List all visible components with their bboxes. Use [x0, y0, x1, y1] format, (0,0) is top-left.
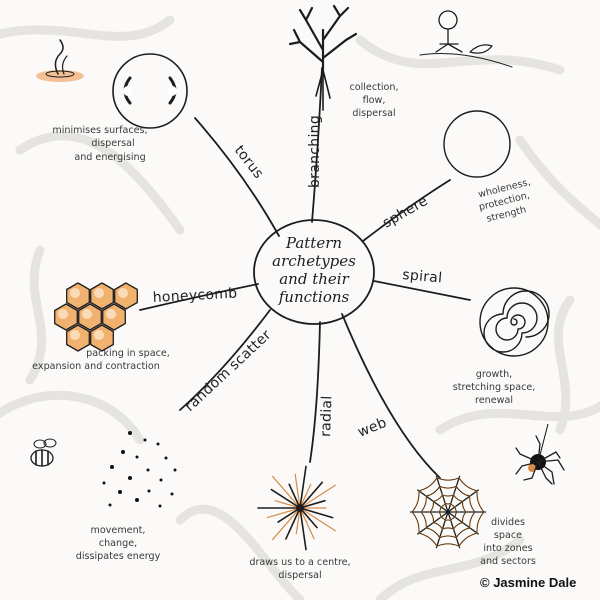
svg-text:into zones: into zones — [483, 543, 532, 554]
bee-icon — [30, 438, 57, 467]
label-honeycomb: honeycomb — [152, 286, 237, 306]
scatter-dot — [121, 450, 125, 454]
connector-torus — [194, 117, 280, 237]
scatter-dot — [146, 468, 150, 472]
sphere-icon — [443, 110, 511, 178]
svg-text:dispersal: dispersal — [91, 138, 134, 149]
desc-sphere: wholeness, protection, strength — [477, 177, 531, 225]
svg-text:stretching space,: stretching space, — [453, 382, 536, 393]
center-title-line-3: and their — [279, 270, 349, 288]
center-title-line-4: functions — [278, 288, 350, 306]
scatter-dot — [147, 489, 151, 493]
scatter-dot — [143, 438, 147, 442]
svg-text:minimises surfaces,: minimises surfaces, — [52, 125, 147, 136]
scatter-dot — [159, 478, 163, 482]
scatter-dot — [170, 492, 174, 496]
connector-spiral — [373, 280, 471, 301]
connector-sphere — [362, 179, 451, 242]
svg-text:collection,: collection, — [349, 82, 398, 93]
center-title-line-1: Pattern — [285, 234, 342, 252]
desc-random-scatter: movement, change, dissipates energy — [76, 525, 161, 562]
desc-honeycomb: packing in space, expansion and contract… — [32, 348, 170, 372]
tree-branching-icon — [288, 4, 358, 111]
svg-text:change,: change, — [99, 538, 137, 549]
svg-text:expansion and contraction: expansion and contraction — [32, 361, 160, 372]
svg-text:and energising: and energising — [74, 152, 145, 163]
scatter-dot — [108, 503, 112, 507]
scatter-dot — [164, 456, 168, 460]
svg-text:space: space — [494, 530, 522, 541]
spider-web-icon — [410, 475, 486, 549]
connector-web — [341, 313, 441, 479]
connector-random-scatter — [179, 309, 271, 411]
seedling-icon — [419, 10, 513, 68]
svg-text:dispersal: dispersal — [352, 108, 395, 119]
label-branching: branching — [307, 115, 323, 188]
svg-text:divides: divides — [491, 517, 525, 528]
spiral-icon — [479, 287, 550, 357]
center-node: Pattern archetypes and their functions — [253, 219, 375, 325]
center-title-line-2: archetypes — [272, 252, 356, 270]
scatter-dot — [173, 468, 177, 472]
connector-branching — [311, 67, 323, 223]
desc-branching: collection, flow, dispersal — [349, 82, 398, 119]
background-pattern — [0, 15, 600, 600]
scatter-dot — [156, 442, 160, 446]
scatter-dot — [110, 465, 114, 469]
scatter-dot — [135, 498, 139, 502]
desc-torus: minimises surfaces, dispersal and energi… — [52, 125, 147, 163]
copyright-credit: © Jasmine Dale — [480, 575, 576, 590]
svg-text:dispersal: dispersal — [278, 570, 321, 581]
svg-text:renewal: renewal — [475, 395, 513, 406]
label-random-scatter: random scatter — [182, 327, 275, 415]
scatter-dot — [102, 481, 106, 485]
svg-text:flow,: flow, — [363, 95, 386, 106]
water-ripple-icon — [36, 39, 84, 82]
scatter-dot — [128, 476, 132, 480]
random-scatter-dots — [102, 431, 177, 508]
label-sphere: sphere — [380, 193, 431, 232]
label-spiral: spiral — [402, 267, 443, 286]
scatter-dot — [128, 431, 132, 435]
label-radial: radial — [318, 395, 335, 437]
label-web: web — [356, 415, 390, 441]
label-torus: torus — [231, 143, 267, 182]
svg-text:movement,: movement, — [91, 525, 146, 536]
desc-spiral: growth, stretching space, renewal — [453, 369, 536, 406]
scatter-dot — [158, 504, 162, 508]
connector-radial — [309, 321, 321, 463]
svg-text:dissipates energy: dissipates energy — [76, 551, 161, 562]
torus-icon — [112, 53, 188, 129]
honeycomb-icon — [54, 282, 138, 352]
connector-lines — [139, 67, 471, 479]
desc-web: divides space into zones and sectors — [480, 517, 536, 567]
radial-starburst-icon — [257, 465, 336, 551]
spider-icon — [515, 423, 565, 485]
svg-text:growth,: growth, — [476, 369, 512, 380]
svg-text:draws us to a centre,: draws us to a centre, — [249, 557, 350, 568]
scatter-dot — [118, 490, 122, 494]
desc-radial: draws us to a centre, dispersal — [249, 557, 350, 581]
connector-honeycomb — [139, 283, 259, 311]
scatter-dot — [135, 455, 139, 459]
svg-text:packing in space,: packing in space, — [86, 348, 170, 359]
svg-text:and sectors: and sectors — [480, 556, 536, 567]
